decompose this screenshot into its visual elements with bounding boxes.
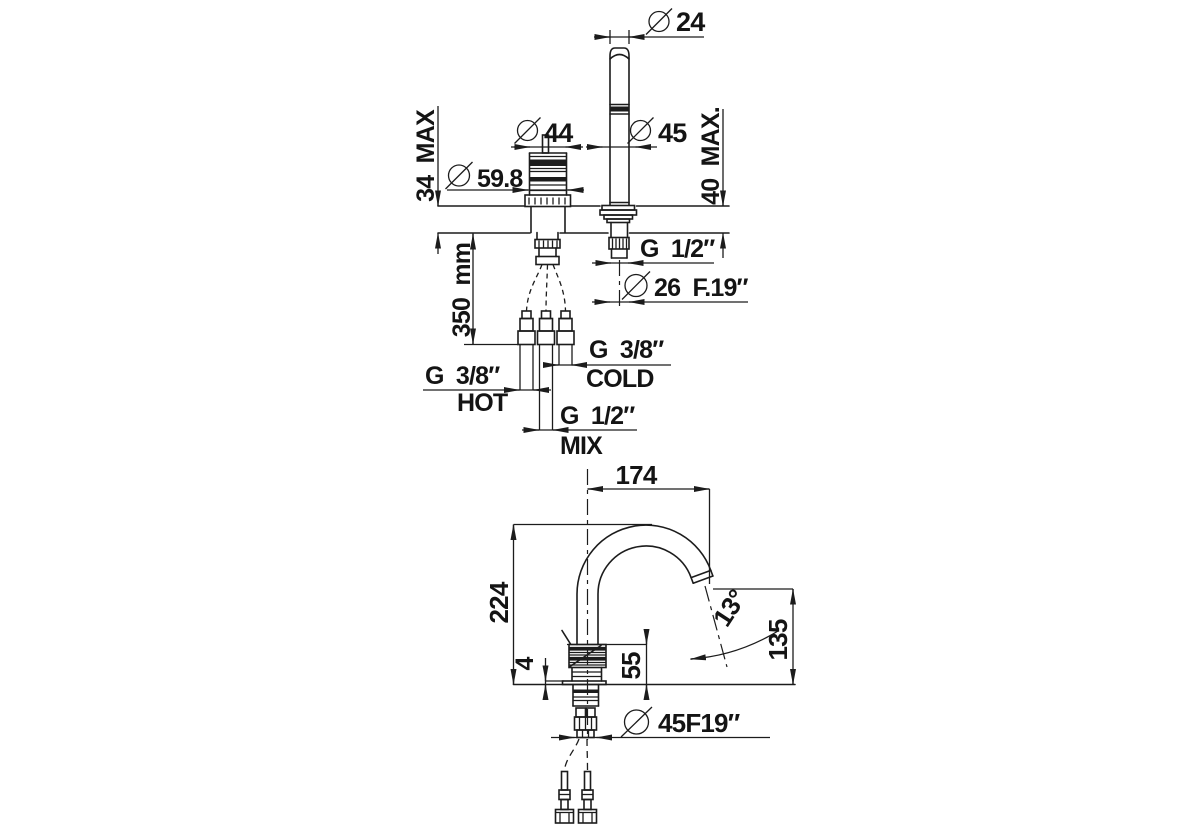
diameter-icon (516, 119, 539, 142)
diameter-icon (623, 709, 650, 735)
dim-diameter-26-f19-label: 26 F.19″ (654, 274, 749, 302)
cartridge-body (524, 134, 572, 266)
diameter-icon (447, 164, 471, 187)
dim-224-label: 224 (484, 581, 514, 623)
dim-224-height: 224 (484, 523, 652, 685)
mix-thread-label: G 1/2″ (560, 402, 635, 430)
dim-135-outlet: 135 (713, 588, 796, 685)
dim-diameter-59-8-label: 59.8 (477, 165, 523, 193)
dim-4-plate: 4 (511, 657, 564, 700)
hose-connectors (517, 310, 575, 430)
dim-mix-connection: G 1/2″ MIX (522, 402, 637, 460)
front-view: 24 44 45 59.8 (412, 7, 749, 460)
side-view: 174 224 4 55 (484, 460, 796, 824)
dim-diameter-44: 44 (511, 117, 583, 150)
dim-diameter-45f19-label: 45F19″ (658, 708, 740, 738)
supply-hoses (525, 264, 567, 312)
dim-135-label: 135 (763, 619, 793, 660)
spout-tube (609, 47, 630, 206)
dim-55-label: 55 (616, 652, 646, 680)
dim-diameter-45-label: 45 (658, 118, 687, 148)
dim-g12-shank: G 1/2″ (592, 235, 716, 266)
spout-base-stack (599, 204, 638, 308)
cold-thread-label: G 3/8″ (589, 336, 664, 364)
deck-lines (437, 205, 730, 234)
dim-diameter-24-label: 24 (676, 7, 705, 37)
dim-g12-shank-label: G 1/2″ (640, 235, 715, 263)
dim-55-body: 55 (567, 629, 650, 700)
dim-diameter-44-label: 44 (544, 118, 573, 148)
dim-diameter-45: 45 (586, 117, 688, 150)
dim-34-max-label: 34 MAX (412, 109, 440, 202)
below-deck-shank (563, 683, 600, 771)
diameter-icon (648, 10, 670, 33)
dim-40-max: 40 MAX. (697, 107, 726, 258)
mounting-bolts (554, 770, 598, 824)
dim-diameter-24: 24 (594, 7, 706, 44)
dim-hot-connection: G 3/8″ HOT (423, 362, 551, 417)
hot-thread-label: G 3/8″ (425, 362, 500, 390)
mix-label: MIX (560, 432, 603, 460)
diameter-icon (629, 119, 652, 142)
dim-174-reach: 174 (587, 460, 711, 584)
dim-4-label: 4 (511, 657, 539, 671)
dim-cold-connection: G 3/8″ COLD (543, 336, 671, 393)
hot-label: HOT (457, 389, 508, 417)
dim-diameter-26-f19: 26 F.19″ (592, 271, 749, 305)
dim-13-degree-label: 13° (707, 584, 752, 632)
dim-40-max-label: 40 MAX. (697, 107, 725, 205)
dim-34-max: 34 MAX (412, 106, 441, 254)
dim-diameter-45f19: 45F19″ (551, 706, 770, 741)
cold-label: COLD (586, 365, 654, 393)
dim-350mm-label: 350 mm (448, 243, 476, 337)
dim-diameter-59-8: 59.8 (445, 161, 584, 193)
dim-174-label: 174 (616, 460, 658, 490)
dim-350mm: 350 mm (448, 233, 518, 346)
diameter-icon (624, 273, 648, 298)
spout-body (561, 629, 607, 686)
